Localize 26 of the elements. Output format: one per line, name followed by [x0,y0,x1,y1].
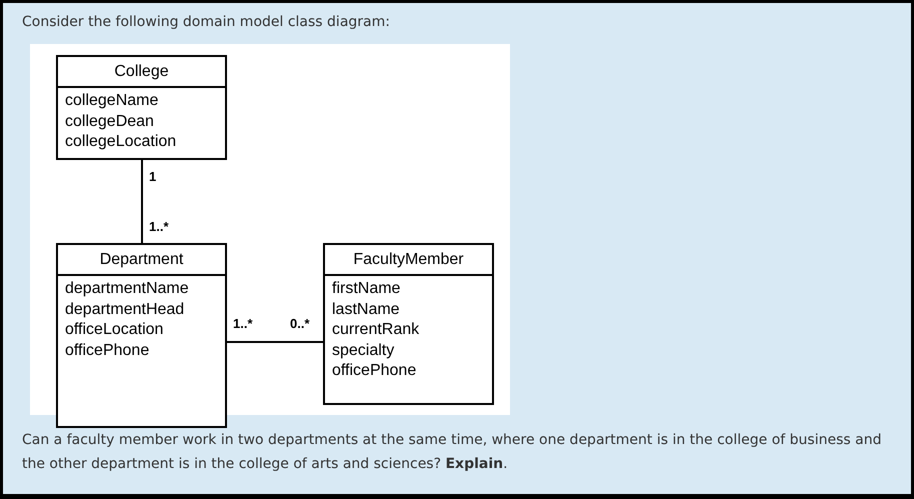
attribute-text: collegeDean [65,112,155,132]
attribute-text: departmentHead [65,300,186,320]
attribute-text: officeLocation [65,320,164,340]
attribute-text: lastName [332,300,401,320]
attribute-text: collegeName [65,91,160,111]
attribute-text: specialty [332,340,396,360]
attribute-text: collegeLocation [65,132,178,152]
class-name: College [114,62,169,82]
multiplicity-label: 1..* [149,219,169,235]
class-box [323,243,494,405]
multiplicity-label: 0..* [290,316,310,332]
attribute-text: departmentName [65,279,190,299]
class-box [56,55,227,160]
association-line [141,160,143,243]
multiplicity-label: 1..* [233,316,253,332]
class-name: FacultyMember [353,250,464,270]
attribute-text: officePhone [332,361,418,381]
question-text: Can a faculty member work in two departments at the same time, where one department is in the college of business and the other department is in the college of arts and sciences? Explain. [22,431,882,474]
association-line [227,341,323,343]
multiplicity-label: 1 [149,169,156,185]
question-text: Consider the following domain model class diagram: [22,13,390,32]
class-name: Department [100,250,184,270]
attribute-text: officePhone [65,340,150,360]
class-box [56,243,227,428]
attribute-text: currentRank [332,320,420,340]
attribute-text: firstName [332,279,402,299]
